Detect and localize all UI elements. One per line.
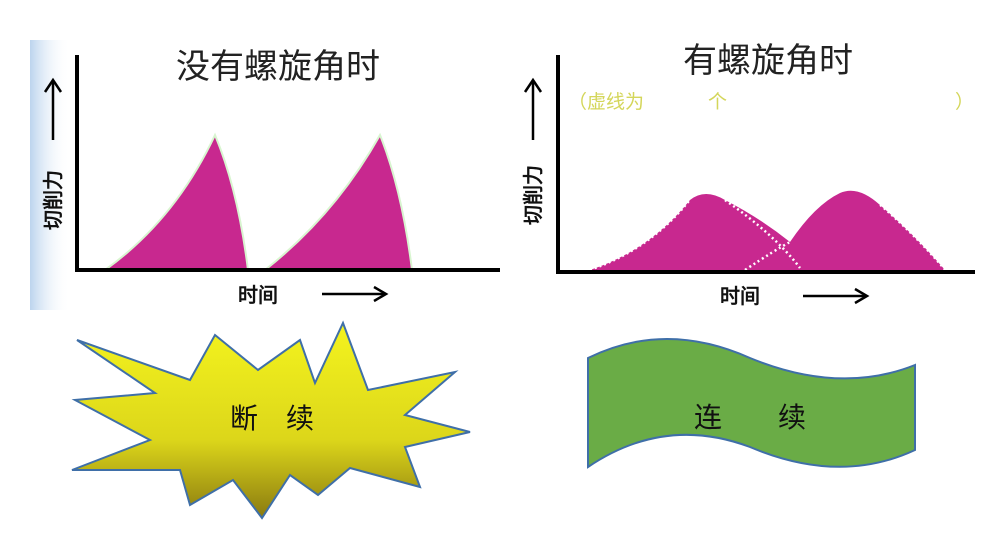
dashed-line-4 <box>879 204 946 271</box>
left-y-axis-label: 切削力 <box>41 170 65 230</box>
up-arrow-icon <box>43 77 63 140</box>
dashed-line-3 <box>589 199 691 271</box>
discontinuous-label: 断 续 <box>230 402 314 435</box>
note-open: （虚线为 <box>568 91 644 113</box>
right-arrow-icon <box>803 287 870 305</box>
left-x-axis-label: 时间 <box>238 283 278 307</box>
right-x-axis-label: 时间 <box>720 284 760 308</box>
continuous-label: 连 续 <box>694 401 806 434</box>
left-chart: 没有螺旋角时 切削力 时间 <box>41 47 500 307</box>
right-chart: 有螺旋角时 （虚线为 个 ） 切削力 时间 <box>521 41 975 308</box>
dashed-line-2 <box>744 240 791 272</box>
up-arrow-icon <box>523 77 543 140</box>
right-arrow-icon <box>322 285 389 303</box>
right-chart-title: 有螺旋角时 <box>683 41 853 81</box>
continuous-banner: 连 续 <box>587 338 916 469</box>
dashed-line-1 <box>724 198 801 269</box>
svg-text:切削力: 切削力 <box>41 170 65 230</box>
note-close: ） <box>955 91 974 113</box>
force-curve <box>590 190 945 270</box>
right-y-axis-label: 切削力 <box>521 165 545 225</box>
discontinuous-starburst: 断 续 <box>71 320 471 520</box>
svg-text:切削力: 切削力 <box>521 165 545 225</box>
force-peak-2 <box>262 132 414 271</box>
left-chart-title: 没有螺旋角时 <box>176 47 380 87</box>
note-blank: 个 <box>708 91 727 113</box>
force-peak-1 <box>101 132 250 271</box>
